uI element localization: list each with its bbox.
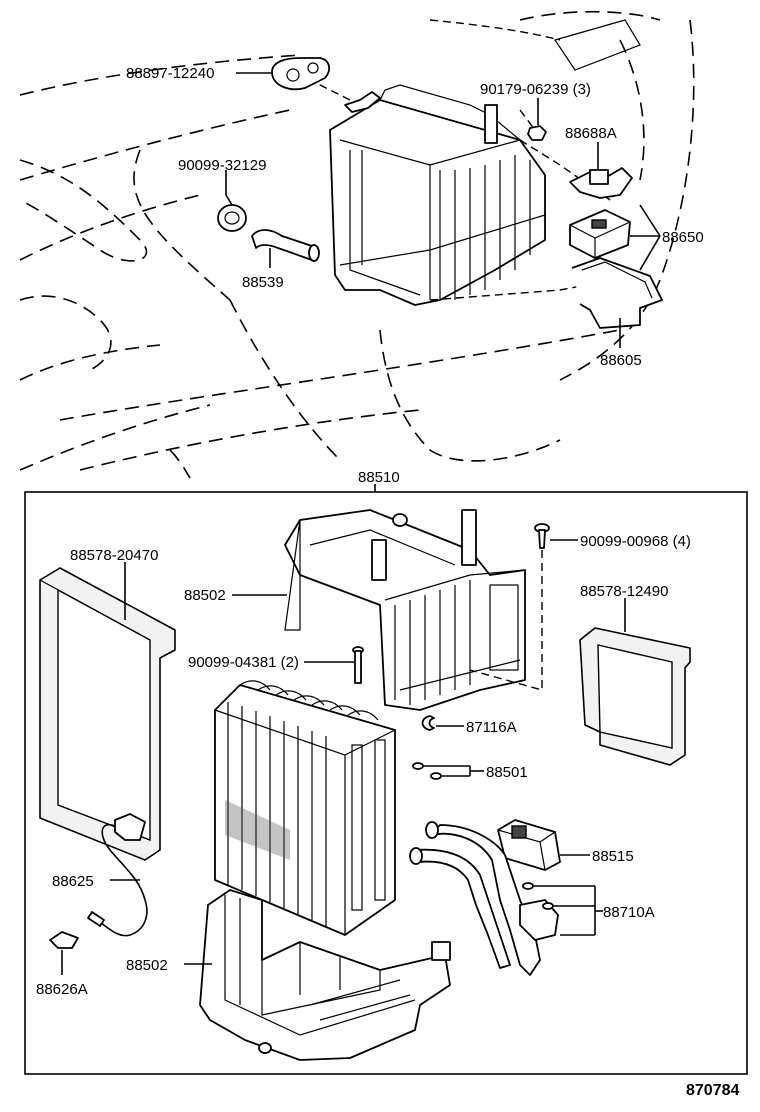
thermistor-88625 [87, 813, 148, 937]
vehicle-body-outline [19, 10, 695, 479]
callout-87116A: 87116A [466, 719, 517, 736]
callout-88897-12240: 88897-12240 [126, 65, 214, 82]
bracket-88688A [569, 167, 633, 199]
grommet-90099-32129 [217, 204, 247, 232]
evaporator-unit-installed [289, 69, 641, 306]
diagram-number: 870784 [686, 1082, 739, 1099]
bolt-90099-04381 [352, 646, 364, 684]
callout-88502-bottom: 88502 [126, 957, 168, 974]
callout-88625: 88625 [52, 873, 94, 890]
harness-88605 [571, 257, 663, 329]
assembly-box-88510 [24, 491, 748, 1075]
callout-88688A: 88688A [565, 125, 617, 142]
callout-88539: 88539 [242, 274, 284, 291]
callout-88510: 88510 [358, 469, 400, 486]
o-rings-88710A [522, 882, 554, 910]
clip-87116A [421, 715, 435, 731]
callout-88501: 88501 [486, 764, 528, 781]
seal-88578-20470 [39, 567, 176, 861]
callout-90099-32129: 90099-32129 [178, 157, 266, 174]
callout-88578-12490: 88578-12490 [580, 583, 668, 600]
refrigerant-pipes [409, 821, 559, 976]
callout-88502-top: 88502 [184, 587, 226, 604]
callout-88515: 88515 [592, 848, 634, 865]
callout-88605: 88605 [600, 352, 642, 369]
callout-88626A: 88626A [36, 981, 88, 998]
callout-90099-00968: 90099-00968 (4) [580, 533, 691, 550]
nut-90179 [527, 125, 547, 141]
hose-88539 [251, 229, 320, 262]
screw-90099-00968 [534, 523, 550, 549]
amplifier-88650 [569, 209, 631, 259]
seal-88578-12490 [579, 627, 691, 766]
case-lower-88502 [199, 889, 451, 1061]
callout-90099-04381: 90099-04381 (2) [188, 654, 299, 671]
grommet-88897 [271, 57, 331, 91]
case-upper-88502 [284, 509, 526, 711]
callout-90179-06239: 90179-06239 (3) [480, 81, 591, 98]
evaporator-core [214, 680, 396, 936]
callout-88578-20470: 88578-20470 [70, 547, 158, 564]
clip-88626A [49, 931, 79, 949]
o-rings-88501 [412, 762, 442, 780]
callout-88650: 88650 [662, 229, 704, 246]
callout-88710A: 88710A [603, 904, 655, 921]
